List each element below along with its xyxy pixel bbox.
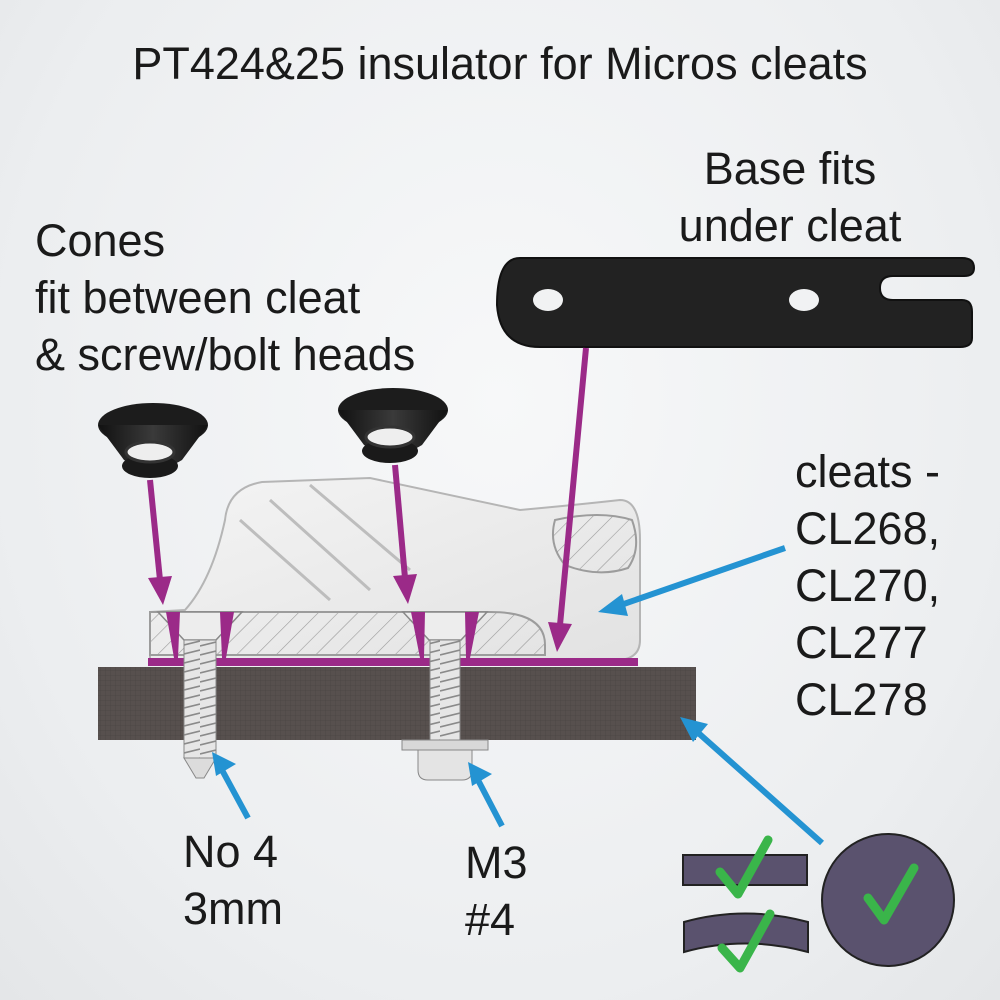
- washer: [401, 739, 489, 751]
- check-icon: [715, 835, 919, 973]
- blue-pointer-screw: [212, 752, 251, 820]
- cones-label: Cones fit between cleat & screw/bolt hea…: [35, 212, 415, 383]
- insulator-cone-2: [338, 388, 448, 463]
- screw-size-line-2: 3mm: [183, 883, 283, 934]
- cleats-label-line-2: CL268,: [795, 503, 941, 554]
- blue-pointer-cleat: [598, 545, 786, 616]
- insulator-cone-1: [98, 403, 208, 478]
- nut: [417, 749, 473, 781]
- cones-label-line-3: & screw/bolt heads: [35, 329, 416, 380]
- insulator-base-layer: [148, 658, 638, 666]
- screw-size-line-1: No 4: [183, 826, 279, 877]
- round-tube-icon: [821, 833, 955, 967]
- diagram-title: PT424&25 insulator for Micros cleats: [132, 38, 868, 89]
- cleats-label-line-1: cleats -: [795, 446, 941, 497]
- plate-hole-2: [789, 289, 819, 311]
- purple-pointer-cone-1: [147, 479, 172, 605]
- cleats-label-line-4: CL277: [795, 617, 928, 668]
- blue-pointer-bolt: [468, 762, 505, 828]
- base-label-line-2: under cleat: [678, 200, 902, 251]
- machine-bolt: [401, 611, 489, 781]
- bolt-size-line-2: #4: [465, 894, 516, 945]
- cones-label-line-2: fit between cleat: [35, 272, 361, 323]
- base-label-line-1: Base fits: [703, 143, 877, 194]
- purple-pointer-cone-2: [392, 464, 417, 604]
- blue-pointer-deck: [680, 717, 824, 846]
- bolt-size-line-1: M3: [465, 837, 528, 888]
- cones-label-line-1: Cones: [35, 215, 166, 266]
- screw-size-label: No 4 3mm: [183, 823, 283, 937]
- cleats-label-line-5: CL278: [795, 674, 928, 725]
- bolt-size-label: M3 #4: [465, 834, 528, 948]
- base-label: Base fits under cleat: [610, 140, 970, 254]
- curved-deck-icon: [683, 912, 809, 954]
- cleats-label: cleats - CL268, CL270, CL277 CL278: [795, 443, 940, 728]
- base-insulator-plate: [495, 257, 976, 348]
- self-tapping-screw: [156, 611, 244, 779]
- purple-pointer-base: [548, 347, 589, 652]
- plate-hole-1: [533, 289, 563, 311]
- cleats-label-line-3: CL270,: [795, 560, 941, 611]
